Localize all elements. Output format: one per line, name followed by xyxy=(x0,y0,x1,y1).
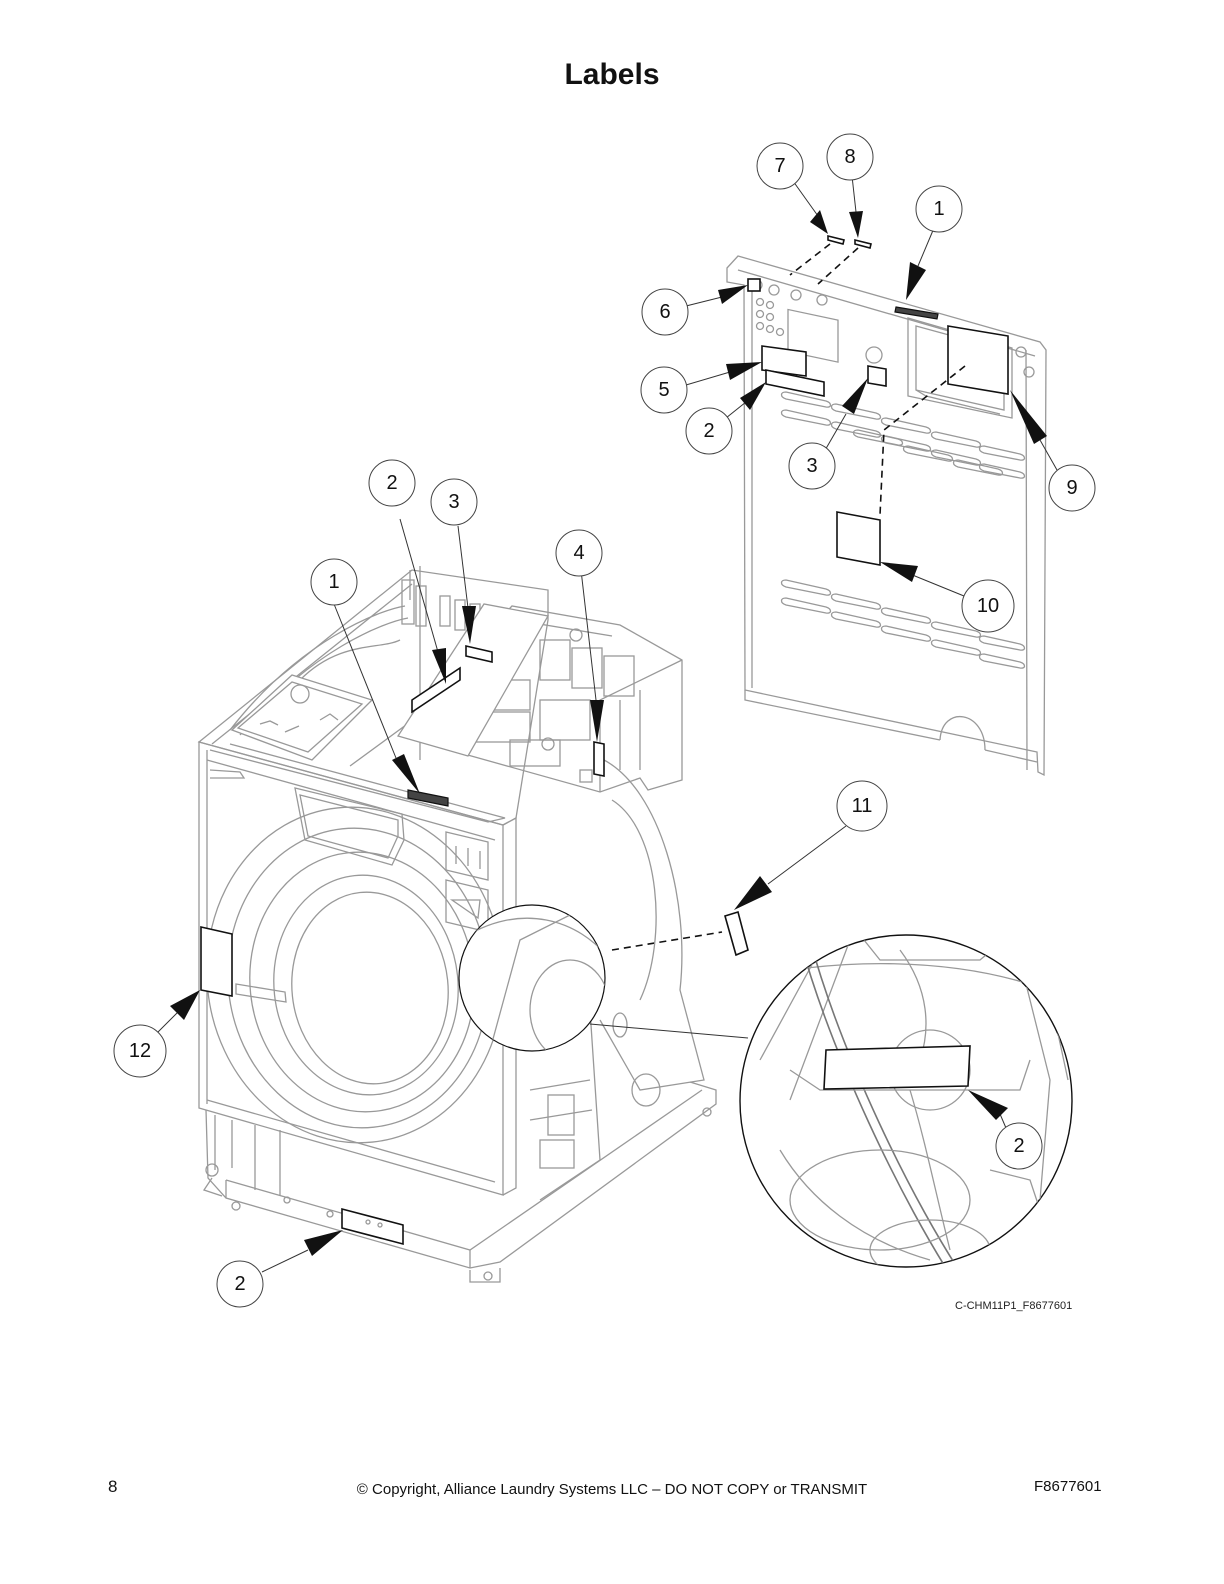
svg-text:2: 2 xyxy=(234,1273,245,1295)
document-number: F8677601 xyxy=(1034,1478,1102,1495)
svg-text:8: 8 xyxy=(844,146,855,168)
svg-text:3: 3 xyxy=(448,491,459,513)
svg-text:7: 7 xyxy=(774,155,785,177)
svg-text:2: 2 xyxy=(703,420,714,442)
callout-3-top: 3 xyxy=(430,478,478,526)
callout-2-rear: 2 xyxy=(685,407,733,455)
callout-8: 8 xyxy=(826,133,874,181)
magnifier-lens xyxy=(458,904,749,1052)
svg-text:12: 12 xyxy=(129,1040,151,1062)
callout-5: 5 xyxy=(640,366,688,414)
svg-text:5: 5 xyxy=(658,379,669,401)
svg-text:4: 4 xyxy=(573,542,584,564)
pointer-arrows xyxy=(170,210,1047,1256)
drawing-id: C-CHM11P1_F8677601 xyxy=(955,1300,1073,1312)
machine-labels xyxy=(200,644,749,1246)
callout-3-rear: 3 xyxy=(788,442,836,490)
dashed-connectors xyxy=(611,243,966,951)
callout-7: 7 xyxy=(756,142,804,190)
svg-text:3: 3 xyxy=(806,455,817,477)
callout-2-base: 2 xyxy=(216,1260,264,1308)
svg-text:11: 11 xyxy=(852,795,873,817)
washer-machine xyxy=(197,566,717,1283)
svg-text:1: 1 xyxy=(328,571,339,593)
page-number: 8 xyxy=(108,1477,118,1496)
callout-12: 12 xyxy=(113,1024,167,1078)
detail-view xyxy=(739,934,1073,1268)
svg-text:1: 1 xyxy=(933,198,944,220)
callout-2-detail: 2 xyxy=(995,1122,1043,1170)
callout-6: 6 xyxy=(641,288,689,336)
callout-4: 4 xyxy=(555,529,603,577)
copyright-notice: © Copyright, Alliance Laundry Systems LL… xyxy=(356,1481,868,1498)
callout-2-top: 2 xyxy=(368,459,416,507)
svg-text:2: 2 xyxy=(1013,1135,1024,1157)
page-title: Labels xyxy=(564,58,660,91)
svg-text:10: 10 xyxy=(977,595,999,617)
svg-text:6: 6 xyxy=(659,301,670,323)
callout-1-front: 1 xyxy=(310,558,358,606)
rear-panel-labels xyxy=(747,234,1009,566)
svg-text:9: 9 xyxy=(1066,477,1077,499)
leader-lines xyxy=(157,175,1058,1273)
callout-9: 9 xyxy=(1048,464,1096,512)
callout-1-rear: 1 xyxy=(915,185,963,233)
svg-text:2: 2 xyxy=(386,472,397,494)
callout-10: 10 xyxy=(961,579,1015,633)
callout-11: 11 xyxy=(836,780,888,832)
